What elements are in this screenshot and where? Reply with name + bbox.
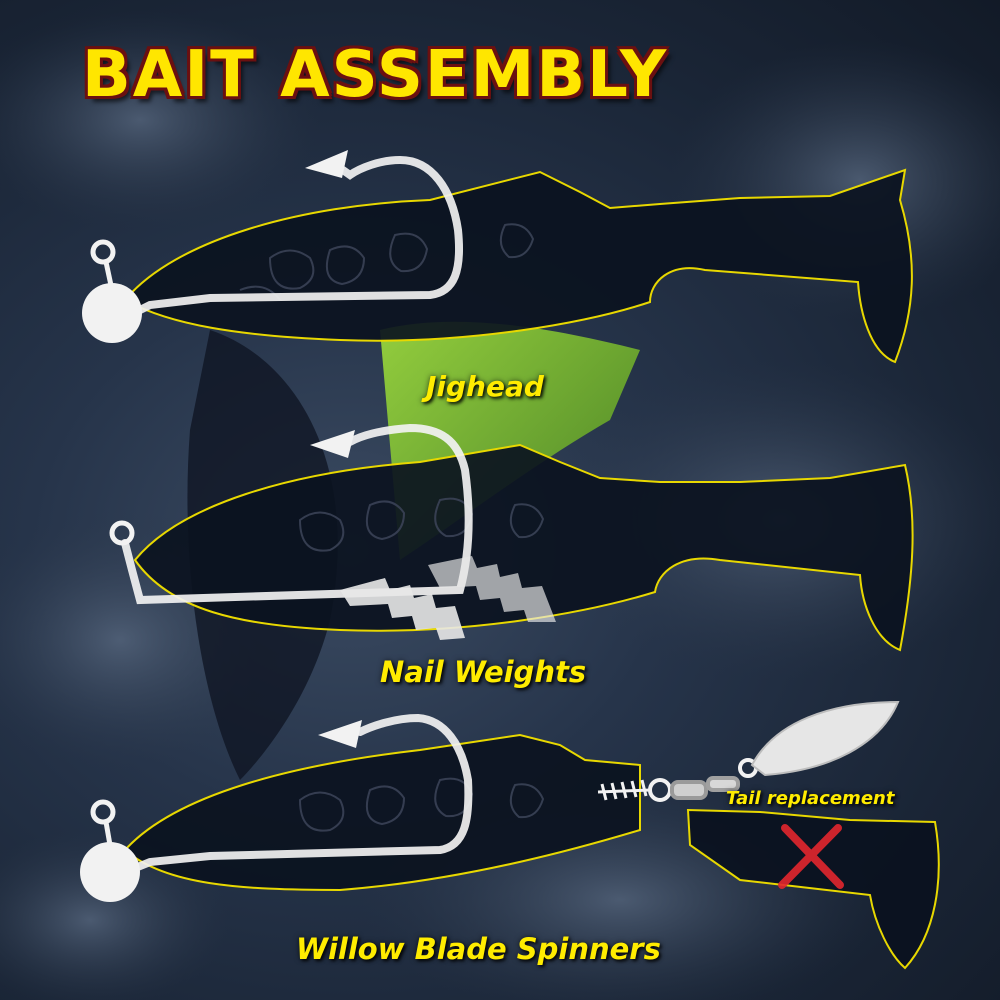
bait-body-2 bbox=[133, 443, 914, 652]
tail-replacement-label: Tail replacement bbox=[726, 788, 895, 809]
cross-mark-icon bbox=[778, 824, 844, 889]
jighead-hook-icon bbox=[80, 713, 473, 902]
willow-blade-icon bbox=[750, 700, 900, 777]
replacement-tail bbox=[686, 808, 940, 970]
willow-blade-spinners-label: Willow Blade Spinners bbox=[296, 932, 661, 966]
screw-lock-icon bbox=[597, 779, 651, 801]
jighead-label: Jighead bbox=[426, 370, 544, 403]
bait-body-1 bbox=[123, 168, 913, 364]
bait-willow-blade bbox=[80, 700, 940, 970]
nail-weight-icon bbox=[340, 556, 556, 640]
swivel-icon bbox=[648, 758, 758, 802]
nail-weights-label: Nail Weights bbox=[380, 655, 587, 689]
page-title: BAIT ASSEMBLY bbox=[82, 38, 669, 112]
bait-jighead bbox=[82, 150, 913, 364]
bait-nail-weights bbox=[109, 423, 914, 652]
jighead-hook-icon bbox=[82, 150, 464, 343]
